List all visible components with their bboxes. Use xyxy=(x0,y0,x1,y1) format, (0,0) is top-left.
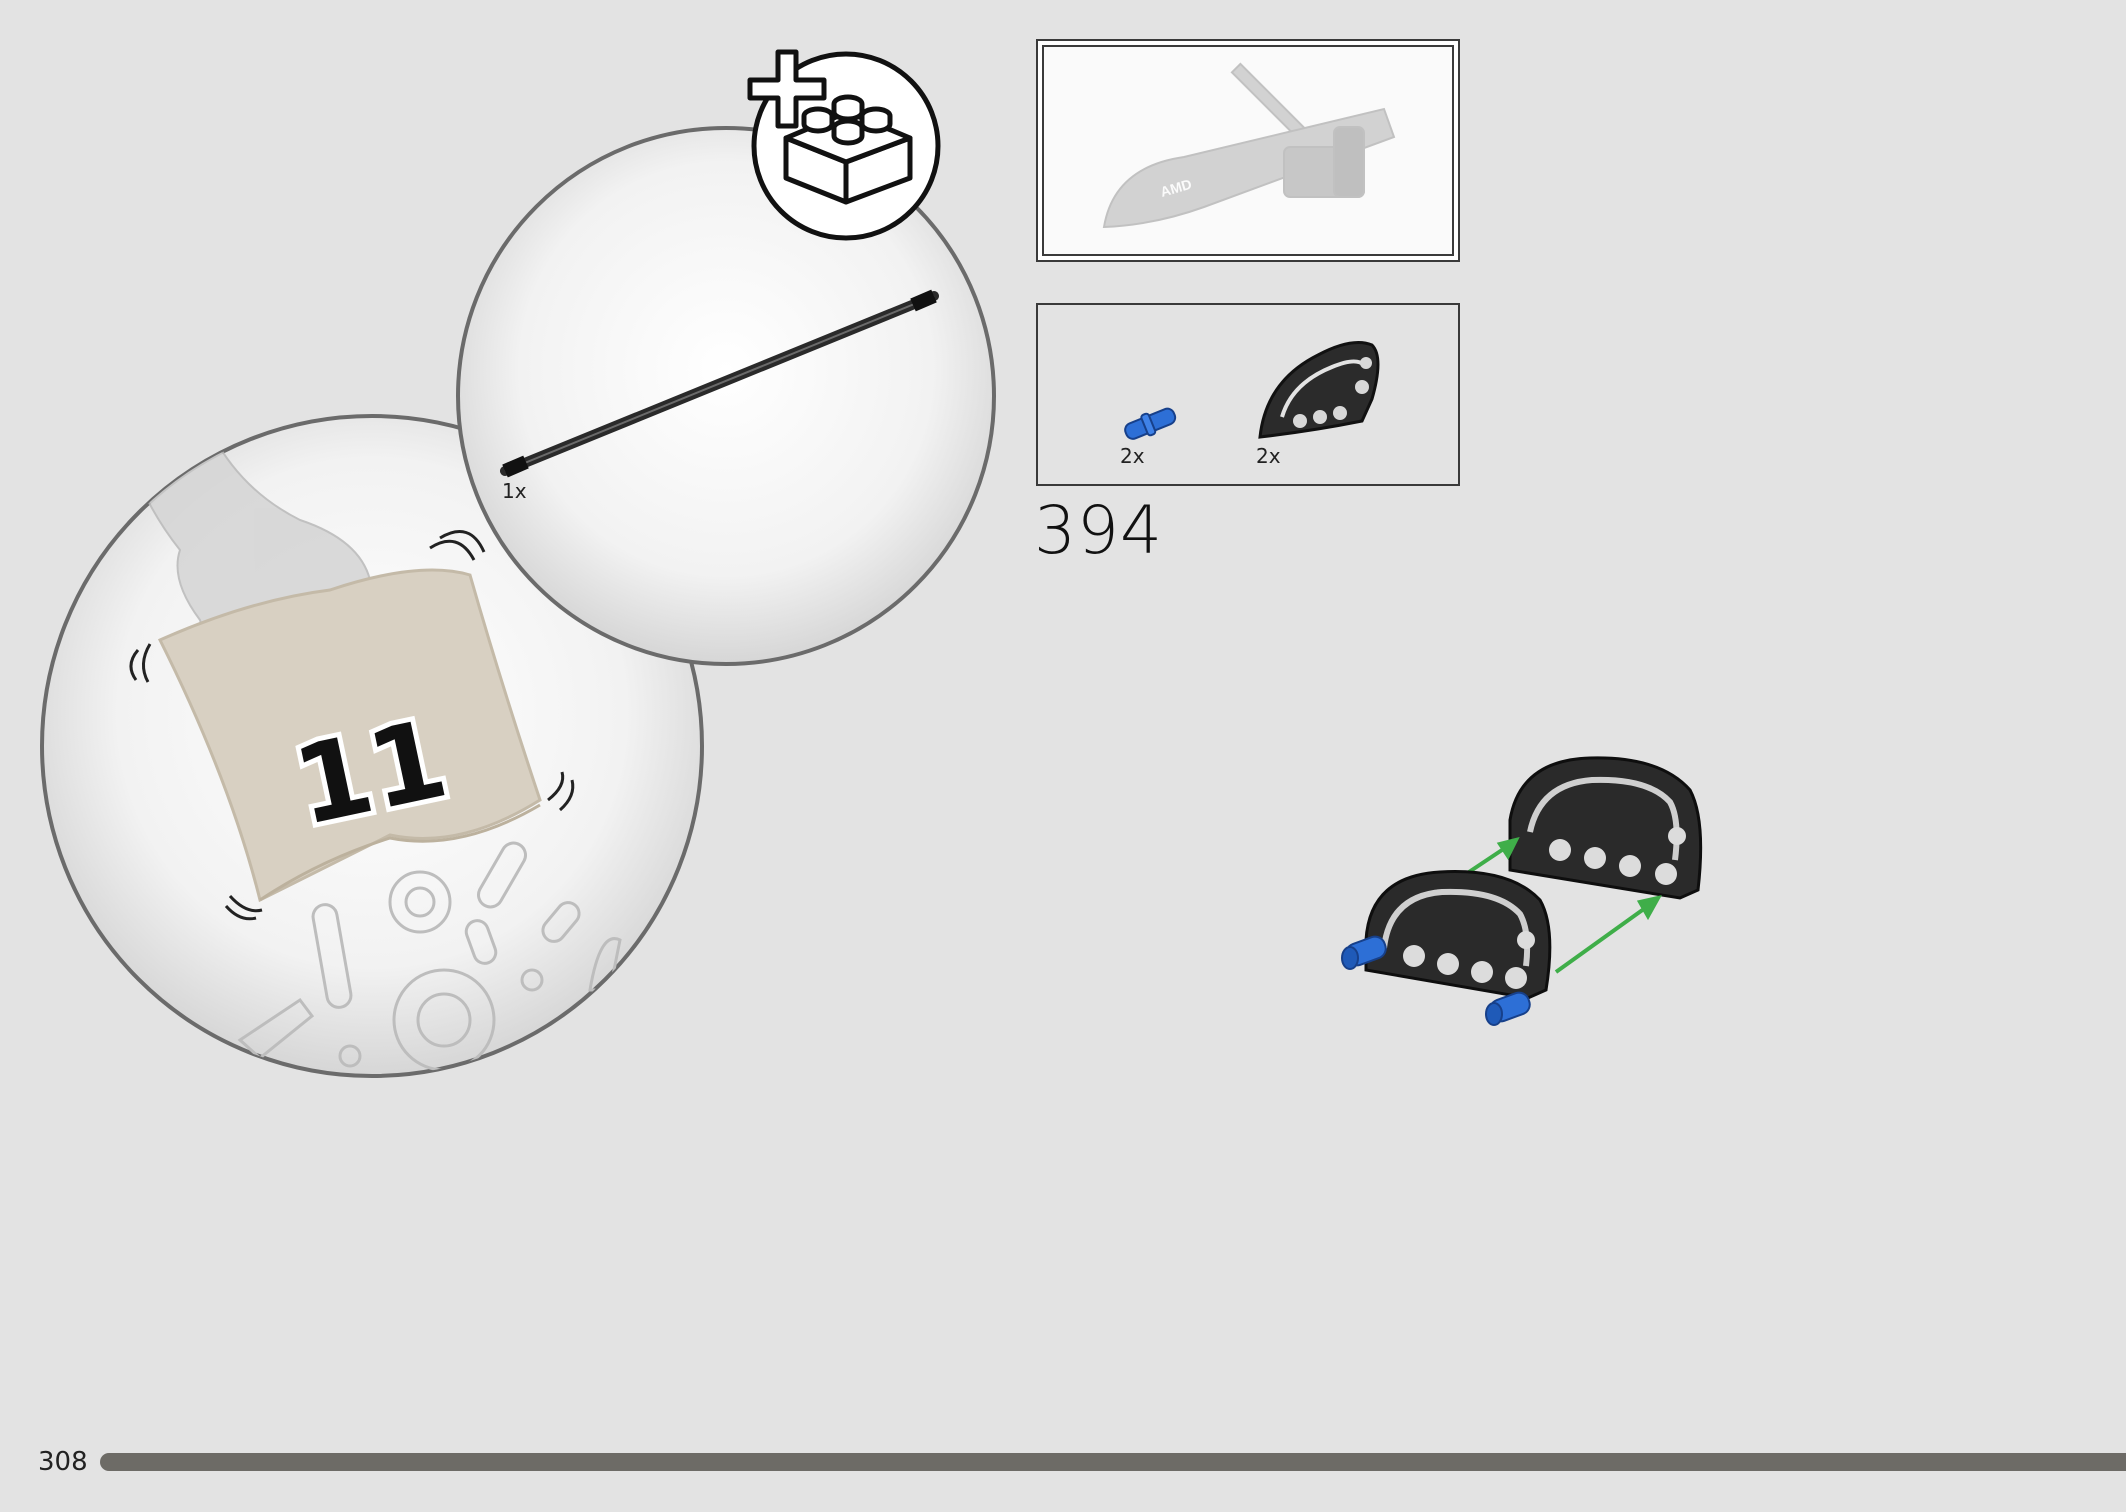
blue-connector-pin-icon xyxy=(1341,935,1531,1026)
axle-icon xyxy=(500,289,939,478)
plus-icon xyxy=(747,49,827,129)
parts-item-quantity: 2x xyxy=(1256,444,1281,468)
blue-connector-pin-icon xyxy=(1124,407,1177,440)
shake-marks-icon xyxy=(129,530,575,921)
parts-list-box: 2x 2x xyxy=(1036,303,1460,486)
scattered-parts-icon xyxy=(237,841,622,1072)
progress-bar xyxy=(100,1453,2126,1471)
bag-icon xyxy=(157,568,542,903)
submodel-preview-box: AMD xyxy=(1036,39,1460,262)
brick-icon xyxy=(783,94,913,205)
curved-beam-icon xyxy=(1258,341,1380,439)
curved-beam-front-icon xyxy=(1364,870,1552,1000)
axle-bubble xyxy=(456,126,996,666)
parts-item-quantity: 2x xyxy=(1120,444,1145,468)
add-parts-badge xyxy=(747,49,941,241)
bag-callout-illustration: 11 xyxy=(40,49,996,1078)
submodel-preview-image: AMD xyxy=(1102,62,1396,229)
curved-beam-back-icon xyxy=(1508,756,1703,900)
axle-quantity-label: 1x xyxy=(502,479,527,503)
assembly-illustration xyxy=(1341,756,1703,1026)
page-number: 308 xyxy=(38,1447,88,1477)
step-number: 394 xyxy=(1034,492,1163,569)
